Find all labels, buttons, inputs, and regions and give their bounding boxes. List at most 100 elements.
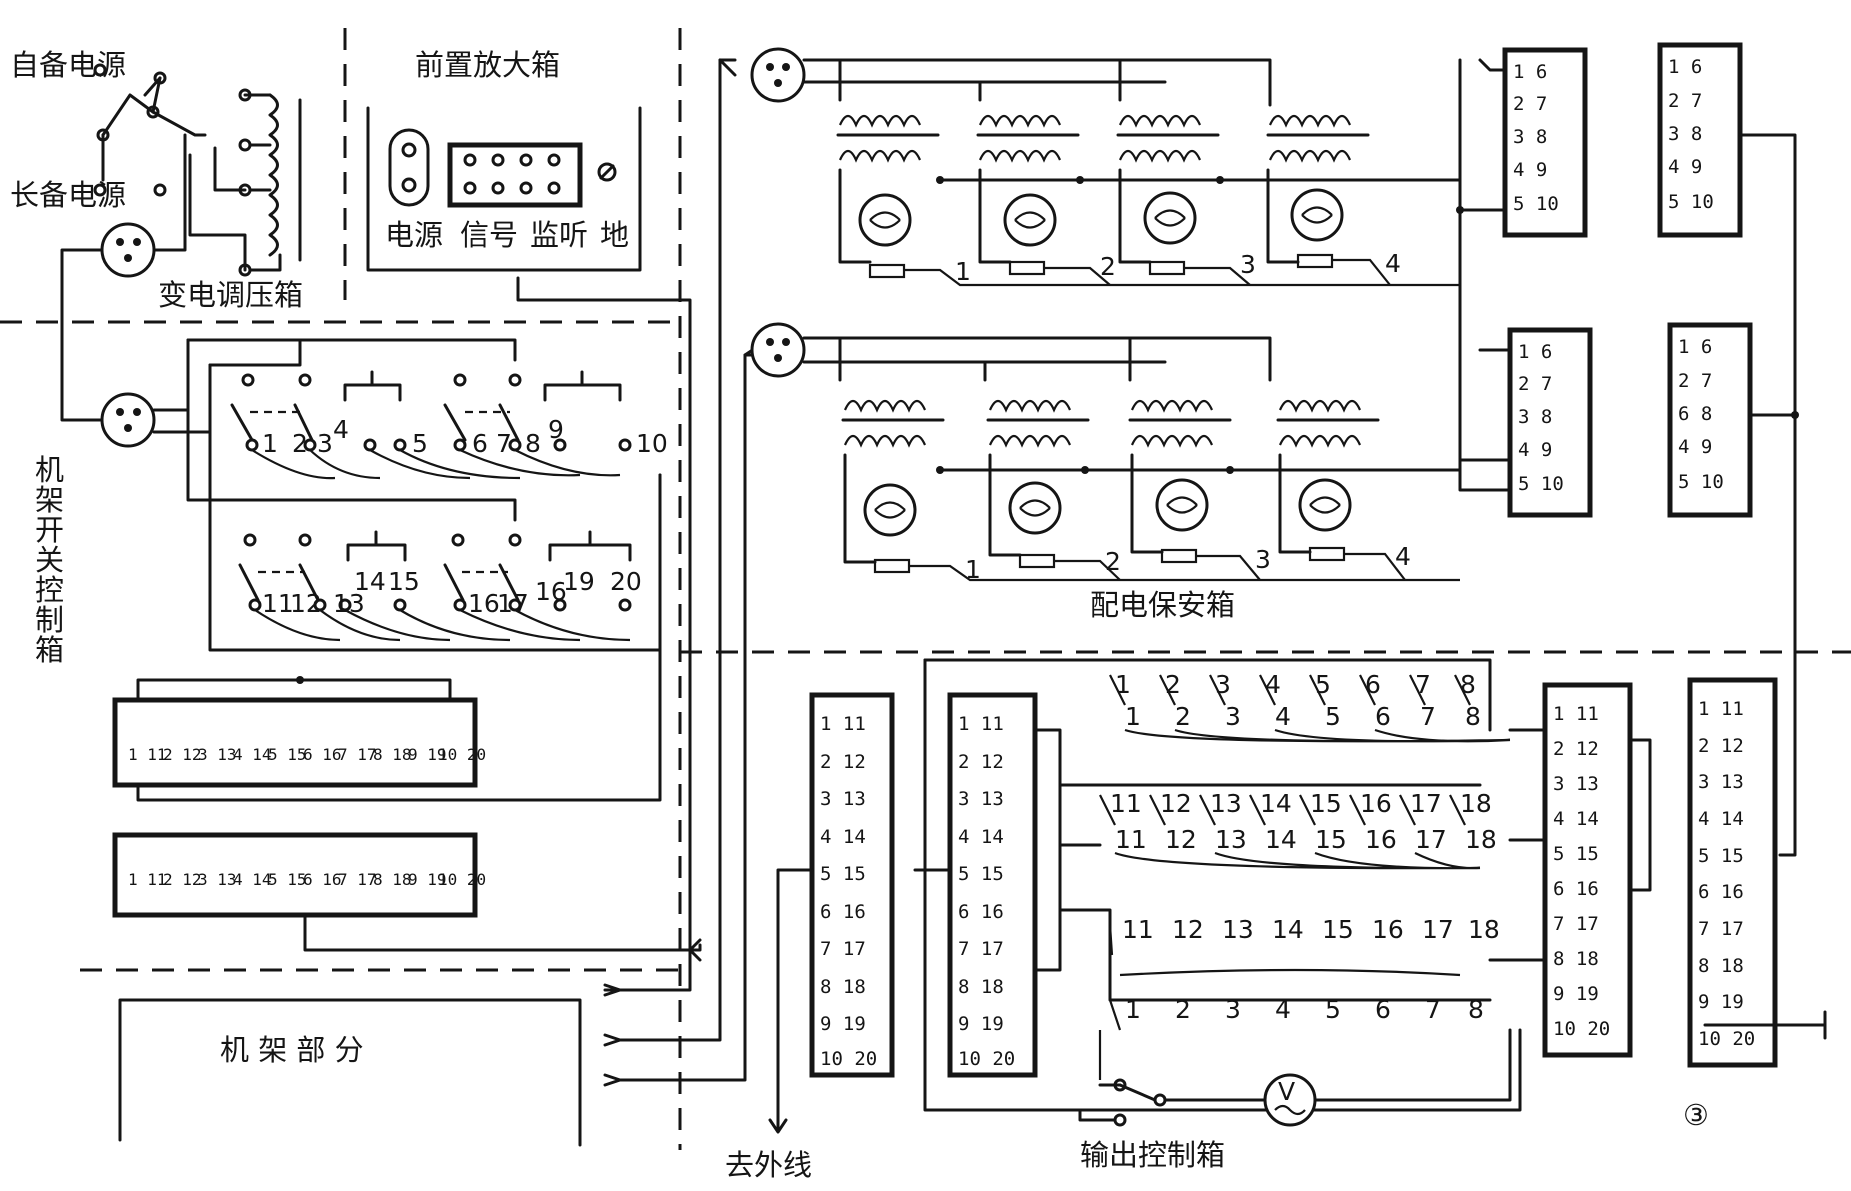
svg-text:10 20: 10 20: [438, 745, 486, 764]
svg-text:17: 17: [1415, 825, 1447, 854]
svg-text:18: 18: [1468, 915, 1500, 944]
svg-text:2 7: 2 7: [1518, 373, 1552, 395]
frame-switch-box-label-1: 机: [35, 453, 64, 487]
svg-text:4: 4: [1395, 542, 1411, 571]
svg-text:7: 7: [1415, 670, 1431, 699]
svg-text:2: 2: [1165, 670, 1181, 699]
preamp-box-label: 前置放大箱: [415, 48, 560, 82]
dist-terminal-left-bottom: 1 6 2 7 3 8 4 9 5 10: [1507, 327, 1593, 518]
svg-text:20: 20: [610, 567, 642, 596]
svg-text:3 13: 3 13: [198, 745, 237, 764]
svg-text:9 19: 9 19: [408, 745, 447, 764]
svg-text:3 13: 3 13: [198, 870, 237, 889]
svg-text:1 6: 1 6: [1518, 341, 1552, 363]
svg-text:6 8: 6 8: [1678, 403, 1712, 425]
svg-text:6 16: 6 16: [820, 901, 866, 923]
svg-text:1: 1: [965, 555, 981, 584]
svg-text:11: 11: [1115, 825, 1147, 854]
svg-text:6: 6: [472, 429, 488, 458]
dist-terminal-left-top: 1 6 2 7 3 8 4 9 5 10: [1502, 47, 1588, 238]
svg-text:8 18: 8 18: [820, 976, 866, 998]
svg-text:7 17: 7 17: [1553, 913, 1599, 935]
svg-text:6 16: 6 16: [958, 901, 1004, 923]
output-switches-row4: 1 2 3 4 5 6 7 8: [1098, 995, 1484, 1080]
svg-text:17: 17: [497, 589, 529, 618]
svg-text:19: 19: [563, 567, 595, 596]
svg-text:9 19: 9 19: [958, 1013, 1004, 1035]
svg-text:架: 架: [35, 483, 64, 517]
dist-terminal-right-bottom: 1 6 2 7 6 8 4 9 5 10: [1667, 322, 1753, 518]
svg-text:1 6: 1 6: [1513, 61, 1547, 83]
svg-text:16: 16: [1372, 915, 1404, 944]
upper-transformer-coils: [836, 114, 1370, 163]
transformer-box: 自备电源 长备电源 变电调压箱: [10, 48, 303, 422]
svg-text:12: 12: [1165, 825, 1197, 854]
svg-text:12: 12: [1160, 789, 1192, 818]
to-outside-label: 去外线: [725, 1148, 812, 1182]
svg-text:17: 17: [1422, 915, 1454, 944]
svg-text:5 15: 5 15: [268, 870, 307, 889]
svg-text:2 12: 2 12: [1553, 738, 1599, 760]
svg-text:3: 3: [1240, 250, 1256, 279]
lower-transformer-coils: [841, 399, 1380, 448]
svg-text:8 18: 8 18: [1698, 955, 1744, 977]
svg-text:14: 14: [354, 567, 386, 596]
svg-text:4: 4: [1385, 249, 1401, 278]
svg-text:4 9: 4 9: [1678, 436, 1712, 458]
svg-text:4 14: 4 14: [1553, 808, 1599, 830]
svg-text:14: 14: [1265, 825, 1297, 854]
svg-text:1 11: 1 11: [958, 713, 1004, 735]
svg-text:开: 开: [35, 513, 64, 547]
svg-text:3 13: 3 13: [820, 788, 866, 810]
svg-text:1: 1: [1125, 702, 1141, 731]
svg-text:2: 2: [1100, 252, 1116, 281]
svg-text:2: 2: [292, 429, 308, 458]
svg-text:8: 8: [525, 429, 541, 458]
svg-text:6 16: 6 16: [1698, 881, 1744, 903]
svg-text:2 12: 2 12: [163, 745, 202, 764]
svg-text:6 16: 6 16: [1553, 878, 1599, 900]
svg-text:5: 5: [412, 429, 428, 458]
svg-text:18: 18: [1460, 789, 1492, 818]
svg-text:8: 8: [1468, 995, 1484, 1024]
svg-text:18: 18: [1465, 825, 1497, 854]
svg-text:5 10: 5 10: [1668, 191, 1714, 213]
svg-text:8 18: 8 18: [373, 870, 412, 889]
svg-text:7: 7: [496, 429, 512, 458]
svg-text:5: 5: [1325, 995, 1341, 1024]
upper-lamps: [858, 188, 1344, 247]
output-switches-row2: 11 12 13 14 15 16 17 18 11 12 13 14 15 1…: [1099, 789, 1497, 870]
preamp-monitor-label: 监听: [530, 218, 588, 252]
svg-text:16: 16: [468, 589, 500, 618]
svg-text:3: 3: [1215, 670, 1231, 699]
svg-text:3 13: 3 13: [958, 788, 1004, 810]
svg-text:5: 5: [1325, 702, 1341, 731]
svg-text:9 19: 9 19: [408, 870, 447, 889]
svg-text:关: 关: [35, 543, 64, 577]
svg-text:10 20: 10 20: [1553, 1018, 1610, 1040]
svg-text:4 14: 4 14: [820, 826, 866, 848]
vertical-terminal-a: 1 11 2 12 3 13 4 14 5 15 6 16 7 17 8 18 …: [809, 692, 895, 1078]
distribution-box: 1 2 3 4: [750, 42, 1799, 857]
svg-text:1 6: 1 6: [1668, 56, 1702, 78]
svg-text:7 17: 7 17: [1698, 918, 1744, 940]
region-dividers: [0, 28, 1851, 1150]
terminal-strip-top: 1 11 2 12 3 13 4 14 5 15 6 16 7 17 8 18 …: [128, 745, 486, 764]
vertical-terminal-b: 1 11 2 12 3 13 4 14 5 15 6 16 7 17 8 18 …: [947, 692, 1038, 1078]
svg-text:4: 4: [1275, 995, 1291, 1024]
svg-text:8 18: 8 18: [958, 976, 1004, 998]
svg-text:10 20: 10 20: [438, 870, 486, 889]
svg-text:2 7: 2 7: [1513, 93, 1547, 115]
svg-text:V: V: [1278, 1077, 1295, 1106]
svg-text:4: 4: [333, 415, 349, 444]
svg-text:7 17: 7 17: [338, 745, 377, 764]
svg-text:15: 15: [1315, 825, 1347, 854]
svg-text:16: 16: [1365, 825, 1397, 854]
svg-text:4 14: 4 14: [233, 870, 272, 889]
svg-text:10 20: 10 20: [1698, 1028, 1755, 1050]
svg-text:1: 1: [262, 429, 278, 458]
frame-part-label: 机 架 部 分: [220, 1033, 364, 1067]
svg-text:3: 3: [1225, 702, 1241, 731]
svg-text:11: 11: [1122, 915, 1154, 944]
